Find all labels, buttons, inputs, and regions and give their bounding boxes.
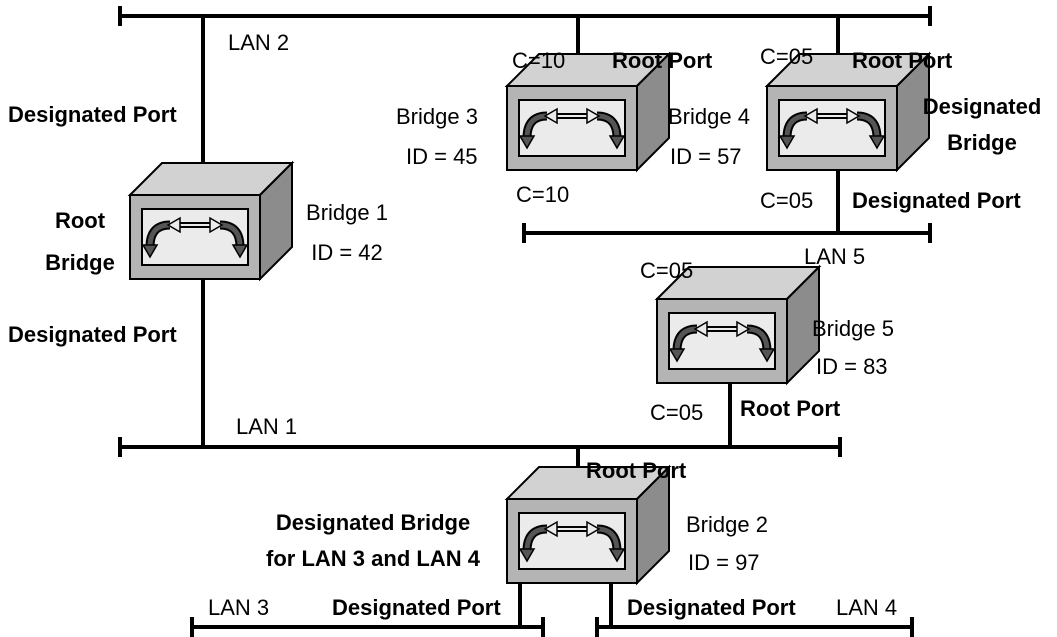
- bridge3-name: Bridge 3: [396, 104, 478, 130]
- bridge1-role-line2: Bridge: [30, 250, 130, 276]
- bridge1-id: ID = 42: [292, 240, 402, 266]
- bridge4-role-line1: Designated: [912, 94, 1052, 120]
- bridge4-top-cost: C=05: [760, 44, 813, 70]
- bridge3-bottom-cost: C=10: [516, 182, 569, 208]
- bridge2-lan3-port-label: Designated Port: [332, 595, 501, 621]
- bridge1-bottom-port-label: Designated Port: [8, 322, 177, 348]
- bridge2-role-line1: Designated Bridge: [248, 510, 498, 536]
- bridge1-top-port-label: Designated Port: [8, 102, 177, 128]
- bridge1-name: Bridge 1: [292, 200, 402, 226]
- bridge5-id: ID = 83: [816, 354, 888, 380]
- bridge4-root-port-label: Root Port: [852, 48, 952, 74]
- bridge3-id: ID = 45: [406, 144, 478, 170]
- bridge1-box: [130, 163, 292, 279]
- bridge2-lan4-port-label: Designated Port: [627, 595, 796, 621]
- lan1-label: LAN 1: [236, 414, 297, 440]
- lan2-label: LAN 2: [228, 30, 289, 56]
- lan5-label: LAN 5: [804, 244, 865, 270]
- bridge2-box: [507, 467, 669, 583]
- bridge3-top-cost: C=10: [512, 48, 565, 74]
- bridge2-id: ID = 97: [688, 550, 760, 576]
- bridge3-root-port-label: Root Port: [612, 48, 712, 74]
- bridge5-bottom-cost: C=05: [650, 400, 703, 426]
- lan5-segment: [524, 223, 930, 243]
- bridge5-name: Bridge 5: [812, 316, 894, 342]
- lan4-label: LAN 4: [836, 595, 897, 621]
- bridge4-id: ID = 57: [670, 144, 742, 170]
- bridge4-bottom-cost: C=05: [760, 188, 813, 214]
- bridge4-designated-port-label: Designated Port: [852, 188, 1021, 214]
- lan3-label: LAN 3: [208, 595, 269, 621]
- lan2-segment: [120, 6, 930, 26]
- bridge2-name: Bridge 2: [686, 512, 768, 538]
- bridge5-root-port-label: Root Port: [740, 396, 840, 422]
- bridge2-root-port-label: Root Port: [586, 458, 686, 484]
- bridge4-role-line2: Bridge: [912, 130, 1052, 156]
- bridge5-top-cost: C=05: [640, 258, 693, 284]
- bridge4-name: Bridge 4: [668, 104, 750, 130]
- bridge1-role-line1: Root: [30, 208, 130, 234]
- bridge2-role-line2: for LAN 3 and LAN 4: [248, 546, 498, 572]
- bridge5-box: [657, 267, 819, 383]
